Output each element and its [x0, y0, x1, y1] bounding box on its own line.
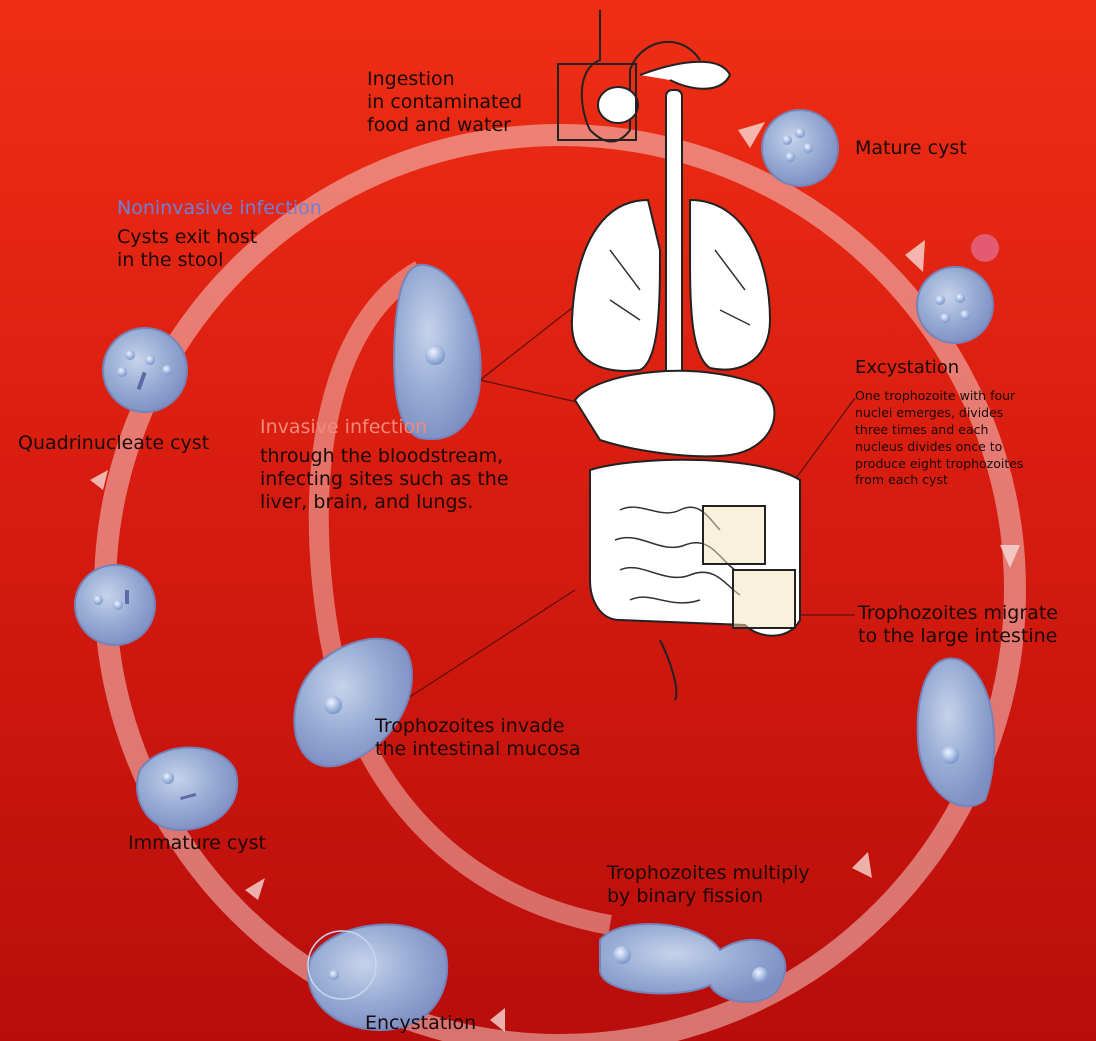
migrate-line-1: Trophozoites migrate	[858, 602, 1058, 625]
excystation-line-6: from each cyst	[855, 472, 1023, 489]
migrating-trophozoite-cell	[918, 658, 995, 806]
invasive-line-1: through the bloodstream,	[260, 445, 509, 468]
invade-label: Trophozoites invade the intestinal mucos…	[375, 715, 580, 761]
multiply-line-2: by binary fission	[607, 885, 810, 908]
invasive-body: through the bloodstream, infecting sites…	[260, 445, 509, 515]
excystation-line-3: three times and each	[855, 422, 1023, 439]
quadrinucleate-cyst-cell-upper	[103, 328, 187, 412]
noninvasive-line-2: in the stool	[117, 249, 257, 272]
excystation-line-1: One trophozoite with four	[855, 388, 1023, 405]
excystation-line-5: produce eight trophozoites	[855, 456, 1023, 473]
invasive-heading: Invasive infection	[260, 416, 427, 439]
invasive-line-3: liver, brain, and lungs.	[260, 491, 509, 514]
excystation-heading: Excystation	[855, 357, 959, 379]
ingestion-label: Ingestion in contaminated food and water	[367, 68, 522, 138]
migrate-line-2: to the large intestine	[858, 625, 1058, 648]
ingestion-line-1: Ingestion	[367, 68, 522, 91]
excysting-cyst-cell	[917, 234, 999, 343]
excystation-line-4: nucleus divides once to	[855, 439, 1023, 456]
invade-line-1: Trophozoites invade	[375, 715, 580, 738]
invasive-line-2: infecting sites such as the	[260, 468, 509, 491]
mature-cyst-label: Mature cyst	[855, 137, 967, 160]
excystation-line-2: nuclei emerges, divides	[855, 405, 1023, 422]
quadrinucleate-cyst-label: Quadrinucleate cyst	[18, 432, 209, 455]
invade-line-2: the intestinal mucosa	[375, 738, 580, 761]
invasive-trophozoite-cell	[394, 265, 481, 439]
quadrinucleate-cyst-cell-lower	[75, 565, 155, 645]
ingestion-line-3: food and water	[367, 114, 522, 137]
noninvasive-body: Cysts exit host in the stool	[117, 226, 257, 272]
multiply-label: Trophozoites multiply by binary fission	[607, 862, 810, 908]
noninvasive-heading: Noninvasive infection	[117, 197, 322, 220]
excystation-body: One trophozoite with four nuclei emerges…	[855, 388, 1023, 489]
immature-cyst-label: Immature cyst	[128, 832, 266, 855]
ingestion-line-2: in contaminated	[367, 91, 522, 114]
encystation-label: Encystation	[365, 1012, 476, 1035]
immature-cyst-cell	[137, 748, 237, 831]
multiply-line-1: Trophozoites multiply	[607, 862, 810, 885]
noninvasive-line-1: Cysts exit host	[117, 226, 257, 249]
mature-cyst-cell	[762, 110, 838, 186]
migrate-label: Trophozoites migrate to the large intest…	[858, 602, 1058, 648]
binary-fission-cells	[600, 924, 785, 1002]
